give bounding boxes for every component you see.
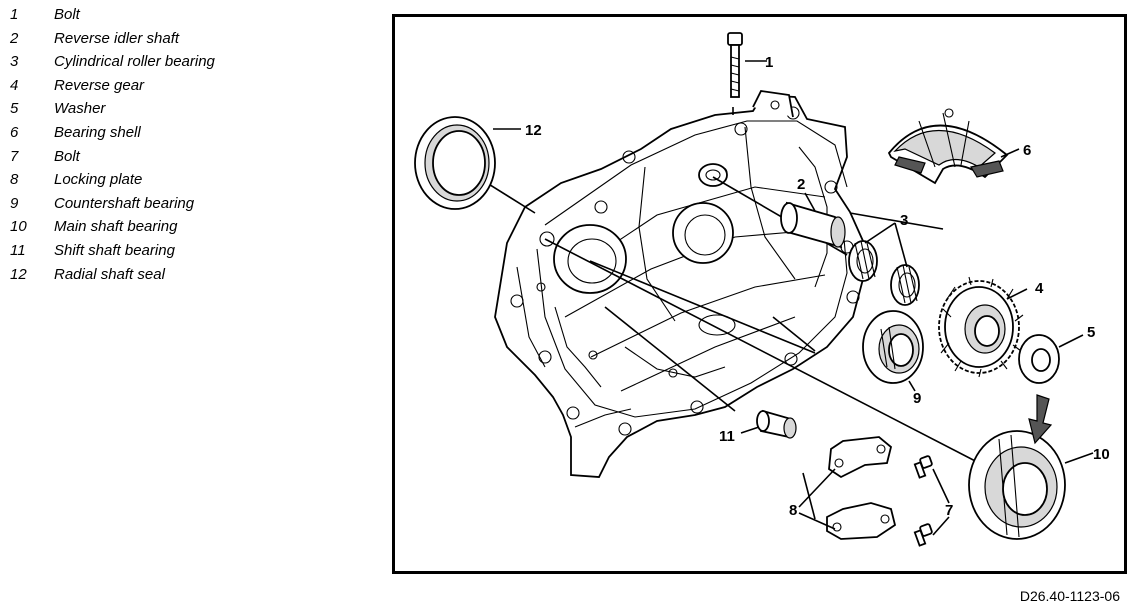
- callout-leaders: [493, 60, 1094, 464]
- legend-number: 11: [10, 241, 26, 259]
- callout-4: 4: [1035, 280, 1044, 297]
- legend-label: Cylindrical roller bearing: [54, 53, 215, 71]
- legend-number: 2: [10, 29, 19, 47]
- legend-label: Reverse gear: [54, 76, 145, 94]
- exploded-view-frame: 1 2 3 4 5 6 7 8 9 10 11 12: [392, 14, 1127, 574]
- legend-label: Washer: [54, 100, 106, 118]
- callout-7: 7: [945, 502, 953, 519]
- shift-shaft-bearing: [756, 409, 797, 439]
- callout-9: 9: [913, 390, 921, 407]
- reverse-gear: [938, 276, 1024, 378]
- legend-number: 9: [10, 194, 19, 212]
- exploded-view-drawing: 1 2 3 4 5 6 7 8 9 10 11 12: [414, 32, 1110, 547]
- legend-number: 8: [10, 171, 19, 189]
- legend-label: Reverse idler shaft: [54, 29, 180, 47]
- washer: [1018, 334, 1060, 384]
- legend-label: Locking plate: [54, 171, 143, 189]
- legend-label: Shift shaft bearing: [54, 241, 175, 259]
- callout-12: 12: [525, 122, 542, 139]
- main-shaft-bearing: [968, 394, 1066, 540]
- legend-label: Radial shaft seal: [54, 265, 165, 283]
- legend-number: 10: [10, 218, 27, 236]
- bolts-7: [913, 455, 950, 547]
- legend-number: 6: [10, 123, 19, 141]
- legend-label: Bolt: [54, 6, 80, 23]
- callout-3: 3: [900, 212, 908, 229]
- callout-11: 11: [719, 428, 735, 445]
- legend-number: 7: [10, 147, 19, 165]
- transmission-housing: [494, 90, 864, 478]
- callout-6: 6: [1023, 142, 1031, 159]
- callout-1: 1: [765, 54, 773, 71]
- callout-2: 2: [797, 176, 805, 193]
- radial-shaft-seal: [414, 116, 496, 210]
- legend-number: 5: [10, 100, 19, 118]
- legend-number: 12: [10, 265, 27, 283]
- callout-labels: 1 2 3 4 5 6 7 8 9 10 11 12: [525, 54, 1110, 519]
- locking-plates: [798, 436, 897, 540]
- legend-label: Bearing shell: [54, 123, 141, 141]
- callout-5: 5: [1087, 324, 1095, 341]
- legend-label: Bolt: [54, 147, 80, 165]
- legend-label: Countershaft bearing: [54, 194, 195, 212]
- legend-number: 3: [10, 53, 19, 71]
- legend-number: 4: [10, 76, 19, 94]
- bolt-1: [727, 32, 743, 98]
- bearing-shell: [887, 108, 1009, 185]
- callout-10: 10: [1093, 446, 1110, 463]
- cylindrical-roller-bearings: [848, 240, 920, 306]
- legend-number: 1: [10, 6, 19, 23]
- reverse-idler-shaft: [780, 201, 846, 249]
- callout-8: 8: [789, 502, 797, 519]
- figure-id: D26.40-1123-06: [1019, 588, 1120, 604]
- countershaft-bearing: [862, 310, 924, 384]
- legend-label: Main shaft bearing: [54, 218, 178, 236]
